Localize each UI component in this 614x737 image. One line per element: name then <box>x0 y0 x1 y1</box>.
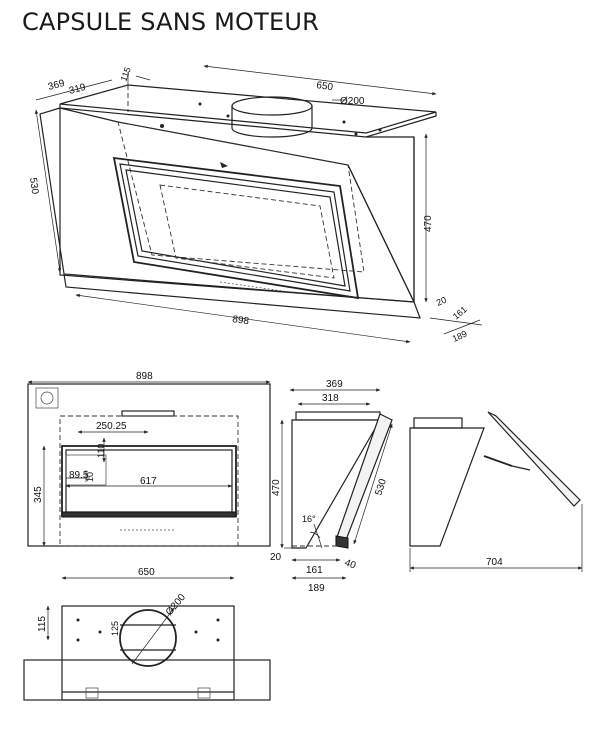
iso-dim-898: 898 <box>232 314 250 327</box>
open-glass-panel <box>487 411 581 507</box>
top-view: 650 115 Ø200 125 <box>23 567 271 701</box>
open-view: 704 <box>409 411 583 572</box>
open-arm <box>483 455 513 467</box>
top-dim-650: 650 <box>138 567 155 578</box>
top-bracket-right <box>197 687 211 699</box>
front-dim-110: 110 <box>96 444 106 458</box>
outlet-icon <box>40 391 54 405</box>
iso-window-inner <box>125 169 346 287</box>
top-holes <box>76 618 220 642</box>
iso-slant-edge <box>347 164 415 303</box>
open-top-box <box>413 417 463 429</box>
side-dim-530: 530 <box>373 477 389 497</box>
front-view: 898 250.25 110 345 89.5 10 617 <box>27 371 271 547</box>
iso-glass-hidden <box>159 184 335 279</box>
front-dim-89: 89.5 <box>69 470 89 481</box>
iso-dim-20: 20 <box>435 295 448 308</box>
iso-duct-body <box>231 106 313 138</box>
iso-wall-edge <box>366 136 415 302</box>
iso-window-mid <box>119 163 351 292</box>
front-dim-250: 250.25 <box>96 421 127 432</box>
side-dim-189: 189 <box>308 583 325 594</box>
outlet-symbol <box>35 387 59 409</box>
side-dim-40: 40 <box>343 557 358 571</box>
iso-dim-duct: Ø200 <box>340 96 365 107</box>
front-outline <box>27 383 271 547</box>
open-dim-704: 704 <box>486 557 503 568</box>
iso-hidden-box <box>117 121 365 273</box>
front-dim-345: 345 <box>33 486 44 503</box>
side-dim-470: 470 <box>271 479 282 496</box>
iso-dimensions <box>34 64 483 344</box>
front-duct-top <box>121 410 175 417</box>
top-dim-duct: Ø200 <box>164 592 188 618</box>
side-top-box <box>295 411 381 421</box>
open-body <box>409 427 485 547</box>
iso-dim-470: 470 <box>423 215 434 232</box>
side-dim-161: 161 <box>306 565 323 576</box>
front-dimensions <box>27 380 271 547</box>
front-dim-10: 10 <box>85 472 95 482</box>
side-dimensions <box>280 388 393 580</box>
iso-dim-189: 189 <box>451 329 469 344</box>
side-dim-369: 369 <box>326 379 343 390</box>
top-bracket-left <box>85 687 99 699</box>
top-duct-circle <box>119 609 177 667</box>
isometric-view: 369 319 115 650 Ø200 530 470 20 161 189 … <box>27 64 483 344</box>
side-view: 369 318 470 530 16° 20 161 189 40 <box>270 379 393 594</box>
front-control-bar <box>61 511 237 518</box>
iso-duct-top <box>231 96 313 116</box>
front-hidden-body <box>59 415 239 547</box>
open-arm-2 <box>511 465 531 471</box>
top-dim-125: 125 <box>110 621 120 636</box>
iso-dim-319: 319 <box>68 82 87 97</box>
iso-dim-650: 650 <box>316 80 334 93</box>
top-dim-115: 115 <box>37 616 48 632</box>
side-dim-angle: 16° <box>302 514 316 524</box>
side-dim-20: 20 <box>270 552 282 563</box>
front-dim-898: 898 <box>136 371 153 382</box>
front-dim-617: 617 <box>140 476 157 487</box>
page-title: CAPSULE SANS MOTEUR <box>22 8 319 36</box>
iso-dim-115: 115 <box>118 66 132 83</box>
iso-dim-530: 530 <box>27 177 40 195</box>
top-box <box>61 605 235 701</box>
iso-dim-369: 369 <box>47 78 66 93</box>
open-dimensions <box>409 504 583 572</box>
top-dimensions <box>46 576 235 665</box>
iso-mount-holes <box>160 102 382 168</box>
side-dim-318: 318 <box>322 393 339 404</box>
iso-dim-161: 161 <box>451 304 469 321</box>
side-foot <box>335 535 349 549</box>
